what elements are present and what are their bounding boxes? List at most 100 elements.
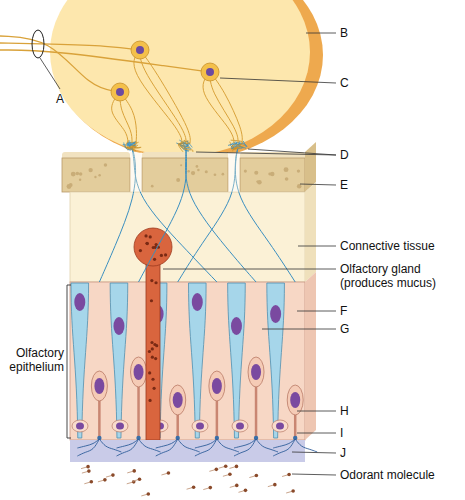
bone-pore (222, 173, 225, 176)
bone-pore (79, 179, 81, 181)
olfactory-cilium (217, 439, 239, 452)
olfactory-cilium (234, 439, 256, 456)
bone-pore (285, 177, 289, 181)
part-label: E (340, 178, 348, 192)
gland-granule (151, 356, 154, 359)
olfactory-cilium (117, 439, 139, 456)
odorant-molecule (215, 468, 219, 472)
basal-cell (192, 420, 208, 432)
bulb-body (50, 0, 310, 153)
odorant-molecule (103, 478, 107, 482)
bone-pore (67, 184, 72, 189)
odorant-molecule (147, 492, 151, 496)
leader-line (300, 184, 336, 185)
leader-line (297, 311, 336, 312)
receptor-axon (186, 148, 256, 282)
gland-granule (164, 253, 167, 256)
odorant-molecule (244, 489, 248, 493)
receptor-axons (99, 148, 295, 282)
olfactory-cilium (295, 439, 317, 452)
cell-nucleus (94, 378, 104, 394)
foramen (228, 152, 240, 192)
basal-cell (112, 420, 128, 432)
leader-line (292, 452, 336, 453)
odorant-molecule (192, 485, 196, 489)
gland-granule (151, 378, 154, 381)
odorant-molecule (287, 473, 291, 477)
mitral-cells (0, 36, 242, 143)
part-label: F (340, 304, 347, 318)
receptor-cell (91, 371, 107, 401)
part-label: B (340, 26, 348, 40)
basal-cell (272, 420, 288, 432)
olfactory-cilium (117, 439, 139, 448)
receptor-cell (287, 385, 303, 415)
cell-nucleus (196, 423, 204, 430)
bone-pore (187, 170, 189, 172)
gland-granule (146, 242, 149, 245)
cell-nucleus (113, 317, 124, 335)
epithelium (70, 282, 305, 440)
odorant-molecule (224, 464, 228, 468)
mitral-dendrite (210, 72, 242, 143)
supporting-cell (228, 283, 246, 438)
bone-pore (297, 184, 302, 189)
part-label: A (56, 92, 64, 106)
cell-nucleus (134, 364, 144, 380)
gland-acinus (134, 228, 172, 266)
mucus-layer (70, 440, 305, 462)
gland-duct (146, 250, 160, 440)
leader-line (196, 152, 336, 155)
olfactory-cilium (139, 439, 161, 452)
cell-nucleus (116, 423, 124, 430)
supporting-cell (189, 283, 207, 438)
cilia (77, 439, 317, 456)
glomerulus-fiber (124, 142, 132, 150)
mitral-dendrite (134, 50, 182, 143)
mitral-axon (0, 43, 140, 50)
bone-piece (142, 158, 228, 192)
olfactory-cilium (178, 439, 200, 452)
olfactory-bulb (50, 0, 323, 153)
leader-line (163, 269, 336, 270)
cell-nucleus (116, 88, 124, 96)
bone-pore (196, 165, 199, 168)
tract-outline (32, 30, 44, 58)
gland-granule (148, 399, 151, 402)
bone-pore (94, 176, 96, 178)
bone-pore (257, 180, 262, 185)
gland-granule (150, 279, 153, 282)
olfactory-cilium (273, 439, 295, 456)
receptor-cell (209, 371, 225, 401)
gland-granule (154, 357, 157, 360)
odorant-molecule (138, 477, 142, 481)
cell-nucleus (251, 364, 261, 380)
leader-line (220, 78, 336, 83)
cell-nucleus (74, 293, 85, 311)
odorant-molecule (291, 489, 295, 493)
gland-granule (154, 281, 157, 284)
odorant-molecule (273, 483, 277, 487)
receptor-cell (131, 357, 147, 387)
glomerulus-fiber (127, 147, 142, 149)
bone-pore (79, 172, 83, 176)
cell-nucleus (136, 46, 144, 54)
supporting-cell (110, 283, 128, 438)
leader-line (262, 329, 336, 330)
receptor-cell (248, 357, 264, 387)
olfactory-cilium (273, 439, 295, 448)
leader-line (292, 474, 336, 475)
part-label: Olfactory gland (produces mucus) (340, 262, 460, 290)
bone-pore (244, 170, 247, 173)
olfactory-cilium (234, 439, 256, 448)
glomeruli (123, 140, 247, 152)
receptor-axon (235, 148, 295, 282)
gland-granule (155, 243, 158, 246)
gland-granule (148, 350, 151, 353)
bone-pore (88, 168, 92, 172)
gland-granule (148, 371, 151, 374)
cell-nucleus (270, 305, 281, 323)
olfactory-cilium (99, 439, 121, 452)
leader-lines (40, 33, 336, 475)
cell-nucleus (206, 68, 214, 76)
